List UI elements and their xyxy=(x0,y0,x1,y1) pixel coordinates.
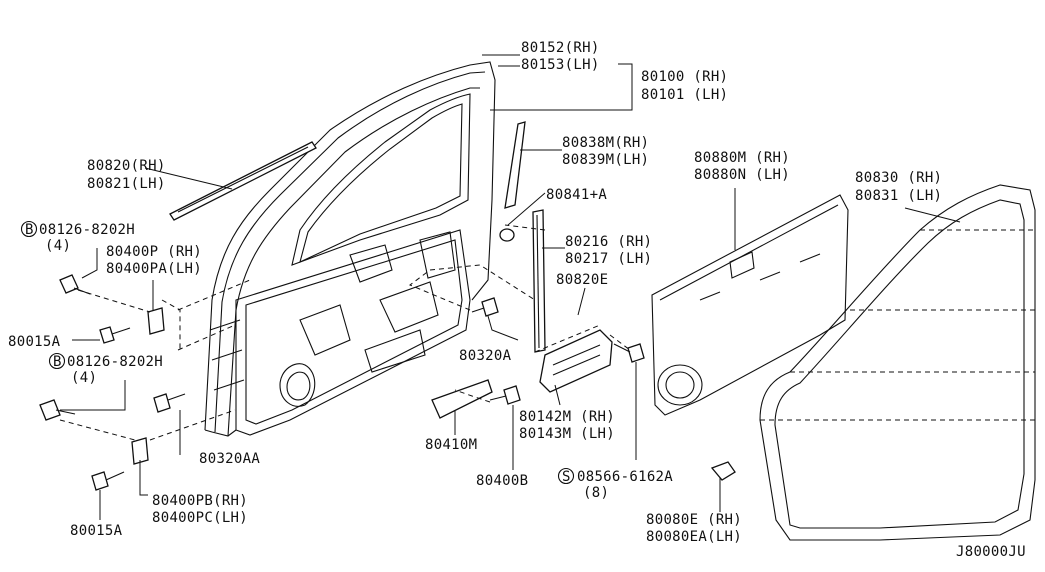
hinge-80400p xyxy=(147,307,165,335)
label-80841: 80841+A xyxy=(546,187,607,203)
check-link-80410m xyxy=(431,379,493,419)
label-screw-08566: 08566-6162A xyxy=(577,469,673,485)
label-bolt-qty-1: (4) xyxy=(45,238,71,254)
label-80101: 80101 (LH) xyxy=(641,87,728,103)
label-80838m: 80838M(RH) xyxy=(562,135,649,151)
sash-cover-80838m xyxy=(504,121,526,209)
label-80015a-top: 80015A xyxy=(8,334,61,350)
door-trim-80880m xyxy=(651,194,849,416)
label-bolt-qty-2: (4) xyxy=(71,370,97,386)
clip-80841 xyxy=(499,228,515,242)
bolt-icon xyxy=(471,297,499,317)
inside-handle-80142m xyxy=(539,329,613,393)
bolt-icon xyxy=(153,393,186,413)
label-80400pc: 80400PC(LH) xyxy=(152,510,248,526)
bolt-icon xyxy=(91,471,125,491)
label-80152: 80152(RH) xyxy=(521,40,600,56)
screw-marker xyxy=(557,467,575,485)
label-80880n: 80880N (LH) xyxy=(694,167,790,183)
screw-marker-letter: S xyxy=(562,469,571,485)
weatherstrip-80830 xyxy=(759,184,1036,541)
bolt-marker-1-letter: B xyxy=(25,222,34,238)
dashed-connectors xyxy=(59,224,631,441)
label-80400pb: 80400PB(RH) xyxy=(152,493,248,509)
screw-icon xyxy=(613,343,645,363)
label-80410m: 80410M xyxy=(425,437,477,453)
bolt-marker-2 xyxy=(48,352,66,370)
label-80400pa: 80400PA(LH) xyxy=(106,261,202,277)
label-80821: 80821(LH) xyxy=(87,176,166,192)
door-shell xyxy=(204,61,496,437)
label-80830: 80830 (RH) xyxy=(855,170,942,186)
label-80400b: 80400B xyxy=(476,473,528,489)
label-80400p: 80400P (RH) xyxy=(106,244,202,260)
label-80217: 80217 (LH) xyxy=(565,251,652,267)
label-80880m: 80880M (RH) xyxy=(694,150,790,166)
label-80320a: 80320A xyxy=(459,348,512,364)
label-80153: 80153(LH) xyxy=(521,57,600,73)
label-80216: 80216 (RH) xyxy=(565,234,652,250)
label-bolt-08126-2: 08126-8202H xyxy=(67,354,163,370)
label-screw-qty: (8) xyxy=(583,485,609,501)
bolt-icon xyxy=(39,399,76,421)
clip-80080e xyxy=(710,461,736,481)
hinge-80400pb xyxy=(131,437,149,465)
label-80015a-bottom: 80015A xyxy=(70,523,123,539)
label-bolt-08126-1: 08126-8202H xyxy=(39,222,135,238)
label-80320aa: 80320AA xyxy=(199,451,260,467)
label-80839m: 80839M(LH) xyxy=(562,152,649,168)
bolt-marker-1 xyxy=(20,220,38,238)
label-80143m: 80143M (LH) xyxy=(519,426,615,442)
diagram-id: J80000JU xyxy=(956,544,1026,560)
label-80820: 80820(RH) xyxy=(87,158,166,174)
outer-moulding-80820 xyxy=(169,141,317,221)
bolt-icon xyxy=(489,385,521,405)
bolt-icon xyxy=(99,326,131,344)
bolt-marker-2-letter: B xyxy=(53,354,62,370)
label-80080ea: 80080EA(LH) xyxy=(646,529,742,545)
sash-channel-80216 xyxy=(532,209,546,353)
label-80142m: 80142M (RH) xyxy=(519,409,615,425)
leader-lines xyxy=(60,54,961,520)
label-80080e: 80080E (RH) xyxy=(646,512,742,528)
label-80820e: 80820E xyxy=(556,272,608,288)
label-80831: 80831 (LH) xyxy=(855,188,942,204)
label-80100: 80100 (RH) xyxy=(641,69,728,85)
bolt-icon xyxy=(59,274,91,295)
